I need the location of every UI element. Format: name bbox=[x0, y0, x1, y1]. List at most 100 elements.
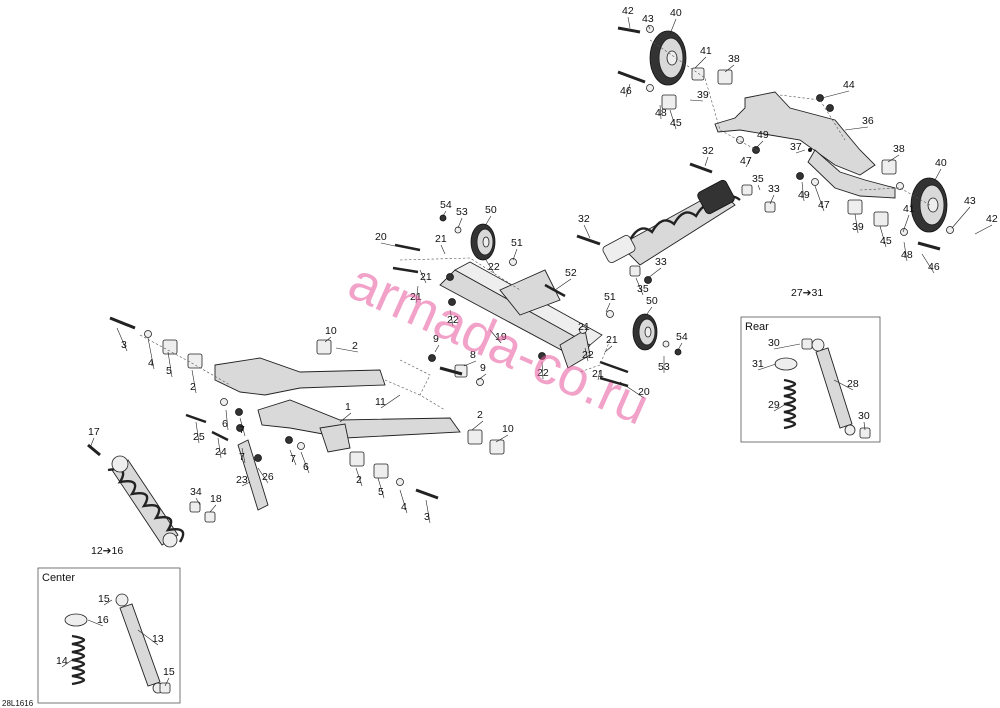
part-number-label: 26 bbox=[262, 471, 274, 483]
bushing bbox=[316, 339, 332, 355]
leader-line bbox=[434, 344, 440, 353]
part-number-label: 10 bbox=[325, 325, 337, 337]
shock-body bbox=[119, 603, 161, 687]
part-number-label: 40 bbox=[670, 7, 682, 19]
leader-line bbox=[605, 302, 611, 313]
bushing bbox=[661, 94, 677, 110]
leader-line bbox=[289, 449, 297, 466]
shock-eye bbox=[602, 235, 636, 263]
leader-line bbox=[335, 347, 359, 353]
bushing bbox=[489, 439, 505, 455]
spring-retainer bbox=[64, 613, 88, 627]
shock-eye bbox=[111, 455, 129, 473]
leader-line bbox=[300, 451, 310, 474]
inset-center: Center bbox=[37, 567, 181, 704]
part-number-label: 7 bbox=[239, 451, 245, 463]
part-number-label: 32 bbox=[578, 213, 590, 225]
inset-rear-part-label: 31 bbox=[752, 358, 764, 370]
leader-line bbox=[584, 347, 589, 362]
bolt bbox=[185, 413, 207, 424]
leader-line bbox=[903, 241, 908, 262]
leader-line bbox=[116, 327, 128, 352]
leader-line bbox=[477, 373, 487, 381]
part-number-label: 48 bbox=[901, 249, 913, 261]
part-number-label: 2 bbox=[477, 409, 483, 421]
leader-line bbox=[773, 343, 801, 350]
part-number-label: 35 bbox=[752, 173, 764, 185]
bolt bbox=[599, 360, 629, 374]
leader-line bbox=[380, 242, 396, 247]
rear-arm bbox=[714, 91, 876, 176]
leader-line bbox=[377, 477, 385, 499]
part-number-label: 4 bbox=[401, 501, 407, 513]
leader-line bbox=[627, 16, 631, 29]
spring-retainer bbox=[774, 357, 798, 371]
leader-line bbox=[694, 56, 707, 69]
part-number-label: 48 bbox=[655, 107, 667, 119]
leader-line bbox=[773, 403, 787, 412]
part-number-label: 38 bbox=[893, 143, 905, 155]
part-number-label: 2 bbox=[356, 474, 362, 486]
leader-line bbox=[257, 467, 269, 484]
inset-rear-part-label: 30 bbox=[768, 337, 780, 349]
part-number-label: 47 bbox=[740, 155, 752, 167]
inset-rear-title: Rear bbox=[745, 321, 769, 333]
part-number-label: 53 bbox=[658, 361, 670, 373]
leader-line bbox=[755, 140, 764, 149]
bushing bbox=[629, 265, 641, 277]
part-number-label: 21 bbox=[606, 334, 618, 346]
part-number-label: 2 bbox=[190, 381, 196, 393]
nut bbox=[235, 408, 243, 416]
washer bbox=[509, 258, 517, 266]
part-number-label: 47 bbox=[818, 199, 830, 211]
part-number-label: 24 bbox=[215, 446, 227, 458]
leader-line bbox=[471, 420, 484, 431]
inset-center-part-label: 16 bbox=[97, 614, 109, 626]
bushing bbox=[801, 338, 813, 350]
bushing bbox=[881, 159, 897, 175]
leader-line bbox=[89, 437, 95, 449]
upper-arm bbox=[214, 357, 386, 396]
leader-line bbox=[863, 421, 866, 431]
nut bbox=[285, 436, 293, 444]
part-number-label: 39 bbox=[852, 221, 864, 233]
part-number-label: 41 bbox=[700, 45, 712, 57]
washer bbox=[811, 178, 819, 186]
bolt bbox=[415, 488, 439, 500]
nut bbox=[448, 298, 456, 306]
leader-line bbox=[669, 18, 677, 35]
part-number-label: 21 bbox=[578, 321, 590, 333]
part-number-label: 11 bbox=[375, 396, 386, 408]
part-number-label: 37 bbox=[790, 141, 802, 153]
part-number-label: 21 bbox=[592, 368, 604, 380]
bolt bbox=[394, 243, 421, 252]
leader-line bbox=[646, 306, 653, 315]
leader-line bbox=[541, 361, 544, 380]
nut bbox=[428, 354, 436, 362]
leader-line bbox=[495, 434, 509, 443]
cross-shaft-assembly bbox=[392, 214, 682, 388]
part-number-label: 25 bbox=[193, 431, 205, 443]
part-number-label: 36 bbox=[862, 115, 874, 127]
leader-line bbox=[724, 64, 735, 73]
shock-reservoir bbox=[697, 179, 735, 215]
part-number-label: 49 bbox=[757, 129, 769, 141]
washer bbox=[144, 330, 152, 338]
nut bbox=[816, 94, 824, 102]
leader-line bbox=[769, 194, 775, 205]
leader-line bbox=[103, 599, 113, 606]
leader-line bbox=[902, 214, 910, 233]
part-number-label: 21 bbox=[420, 271, 432, 283]
leader-line bbox=[137, 629, 159, 646]
washer bbox=[579, 326, 587, 334]
part-number-label: 20 bbox=[638, 386, 650, 398]
bushing bbox=[187, 353, 203, 369]
bushing bbox=[159, 682, 171, 694]
part-number-label: 54 bbox=[676, 331, 688, 343]
bushing bbox=[764, 201, 776, 213]
part-number-label: 18 bbox=[210, 493, 222, 505]
leader-line bbox=[814, 185, 825, 212]
part-number-label: 51 bbox=[604, 291, 616, 303]
part-number-label: 22 bbox=[488, 261, 500, 273]
arm-pivot bbox=[319, 423, 351, 453]
